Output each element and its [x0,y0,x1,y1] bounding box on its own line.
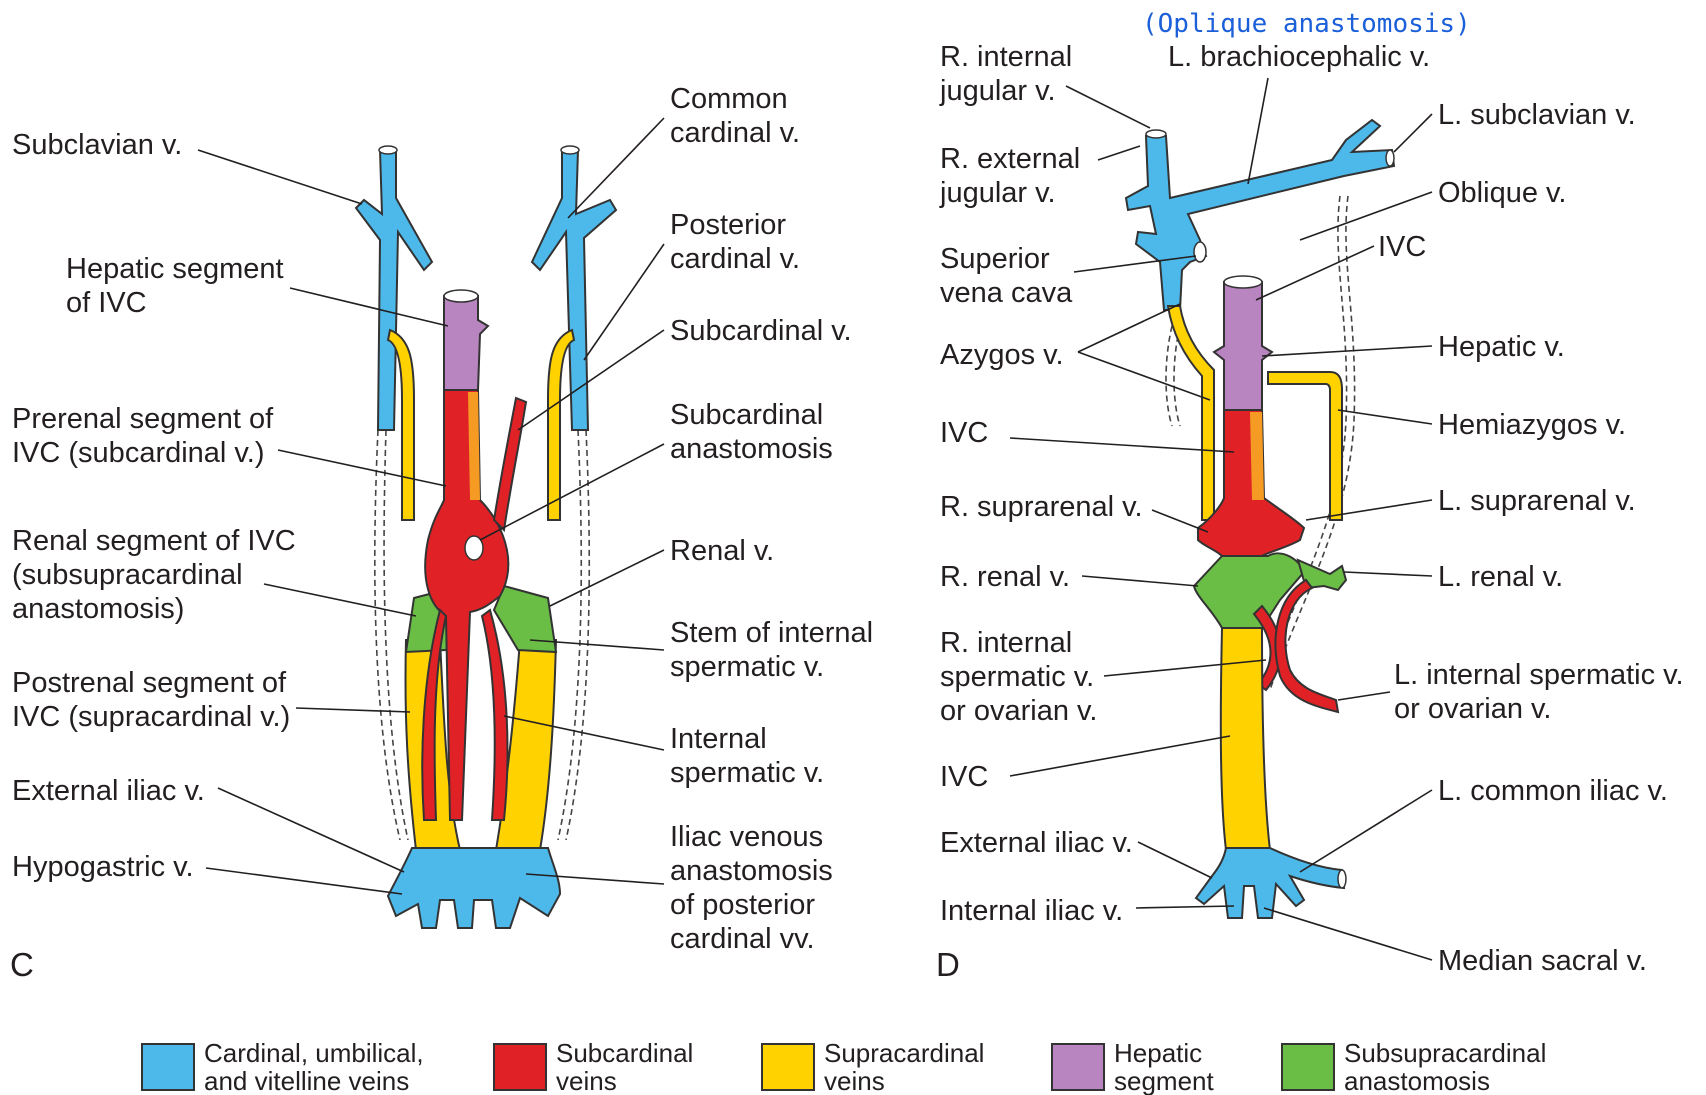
r-internal-jugular-cut [1146,130,1166,138]
legend-swatch-supracardinal [762,1044,814,1090]
label-d-external-iliac: External iliac v. [940,827,1133,859]
ivc-top-cut [1224,276,1262,288]
label-r-int-spermatic-3: or ovarian v. [940,695,1097,727]
label-prerenal-2: IVC (subcardinal v.) [12,437,265,469]
label-l-renal: L. renal v. [1438,561,1563,593]
label-r-ext-jugular-2: jugular v. [939,177,1056,209]
iliac-venous-anastomosis [388,848,560,928]
panel-letter-c: C [10,946,34,983]
hepatic-segment-cut [444,290,478,302]
label-renal-segment-2: (subsupracardinal [12,559,243,591]
subcardinal-right-lower [482,610,507,820]
label-r-renal: R. renal v. [940,561,1070,593]
label-iliac-anastomosis-4: cardinal vv. [670,923,815,955]
label-common-cardinal-1: Common [670,83,788,115]
label-r-suprarenal: R. suprarenal v. [940,491,1143,523]
label-l-int-spermatic-2: or ovarian v. [1394,693,1551,725]
label-iliac-anastomosis-3: of posterior [670,889,815,921]
label-ivc-upper: IVC [940,417,988,449]
legend-swatch-subcardinal [494,1044,546,1090]
legend-swatch-hepatic [1052,1044,1104,1090]
legend-label-subcardinal-1: Subcardinal [556,1038,693,1068]
cardinal-vein-left [356,150,432,430]
label-prerenal-1: Prerenal segment of [12,403,274,435]
label-ivc-lower: IVC [940,761,988,793]
cardinal-vein-left-cut [379,146,397,154]
label-azygos: Azygos v. [940,339,1064,371]
label-stem-2: spermatic v. [670,651,824,683]
subcardinal-orange-edge [468,392,480,500]
label-renal: Renal v. [670,535,774,567]
label-svc-1: Superior [940,243,1050,275]
label-l-subclavian: L. subclavian v. [1438,99,1636,131]
label-stem-1: Stem of internal [670,617,873,649]
label-internal-iliac: Internal iliac v. [940,895,1123,927]
legend-label-cardinal-1: Cardinal, umbilical, [204,1038,424,1068]
cardinal-vein-right [532,150,616,430]
label-median-sacral: Median sacral v. [1438,945,1647,977]
label-subcardinal: Subcardinal v. [670,315,852,347]
legend-swatch-cardinal [142,1044,194,1090]
label-iliac-anastomosis-1: Iliac venous [670,821,823,853]
label-subcardinal-anastomosis-1: Subcardinal [670,399,823,431]
svc-cut [1194,242,1206,262]
label-svc-2: vena cava [940,277,1073,309]
label-renal-segment-3: anastomosis) [12,593,184,625]
label-l-common-iliac: L. common iliac v. [1438,775,1668,807]
label-subclavian: Subclavian v. [12,129,182,161]
panel-d-labels: (Oplique anastomosis) R. internal jugula… [936,9,1684,983]
l-common-iliac-cut [1338,870,1346,888]
ivc-orange-stripe [1250,412,1264,500]
label-r-int-spermatic-1: R. internal [940,627,1072,659]
label-subcardinal-anastomosis-2: anastomosis [670,433,833,465]
l-internal-spermatic [1276,580,1338,712]
legend-label-subsupracardinal-1: Subsupracardinal [1344,1038,1546,1068]
legend: Cardinal, umbilical, and vitelline veins… [142,1038,1546,1095]
legend-label-subsupracardinal-2: anastomosis [1344,1066,1490,1095]
label-hemiazygos: Hemiazygos v. [1438,409,1626,441]
subcardinal-right-branch [494,398,526,530]
label-oblique: Oblique v. [1438,177,1566,209]
legend-label-supracardinal-2: veins [824,1066,885,1095]
label-internal-spermatic-2: spermatic v. [670,757,824,789]
azygos-vein [1168,306,1214,520]
label-postrenal-1: Postrenal segment of [12,667,287,699]
legend-label-cardinal-2: and vitelline veins [204,1066,409,1095]
label-hepatic-v: Hepatic v. [1438,331,1565,363]
hepatic-segment [444,296,488,390]
label-l-suprarenal: L. suprarenal v. [1438,485,1636,517]
label-l-int-spermatic-1: L. internal spermatic v. [1394,659,1684,691]
label-ivc-top: IVC [1378,231,1426,263]
legend-label-supracardinal-1: Supracardinal [824,1038,984,1068]
label-r-int-jugular-1: R. internal [940,41,1072,73]
legend-label-subcardinal-2: veins [556,1066,617,1095]
legend-swatch-subsupracardinal [1282,1044,1334,1090]
label-external-iliac: External iliac v. [12,775,205,807]
label-r-ext-jugular-1: R. external [940,143,1080,175]
annotation-oplique: (Oplique anastomosis) [1142,9,1471,39]
label-hepatic-segment-1: Hepatic segment [66,253,284,285]
label-posterior-cardinal-2: cardinal v. [670,243,800,275]
panel-d-vessels [1126,120,1394,918]
l-subclavian-cut [1386,150,1394,166]
legend-label-hepatic-1: Hepatic [1114,1038,1202,1068]
label-r-int-jugular-2: jugular v. [939,75,1056,107]
label-postrenal-2: IVC (supracardinal v.) [12,701,290,733]
hemiazygos-vein [1268,372,1342,520]
label-hypogastric: Hypogastric v. [12,851,194,883]
label-r-int-spermatic-2: spermatic v. [940,661,1094,693]
label-internal-spermatic-1: Internal [670,723,767,755]
label-common-cardinal-2: cardinal v. [670,117,800,149]
label-renal-segment-1: Renal segment of IVC [12,525,296,557]
cardinal-vein-right-cut [561,146,579,154]
label-hepatic-segment-2: of IVC [66,287,147,319]
label-l-brachiocephalic: L. brachiocephalic v. [1168,41,1430,73]
subsupracardinal-right [494,586,556,652]
panel-letter-d: D [936,946,960,983]
label-posterior-cardinal-1: Posterior [670,209,786,241]
label-iliac-anastomosis-2: anastomosis [670,855,833,887]
legend-label-hepatic-2: segment [1114,1066,1214,1095]
ivc-hepatic-segment [1214,282,1272,410]
